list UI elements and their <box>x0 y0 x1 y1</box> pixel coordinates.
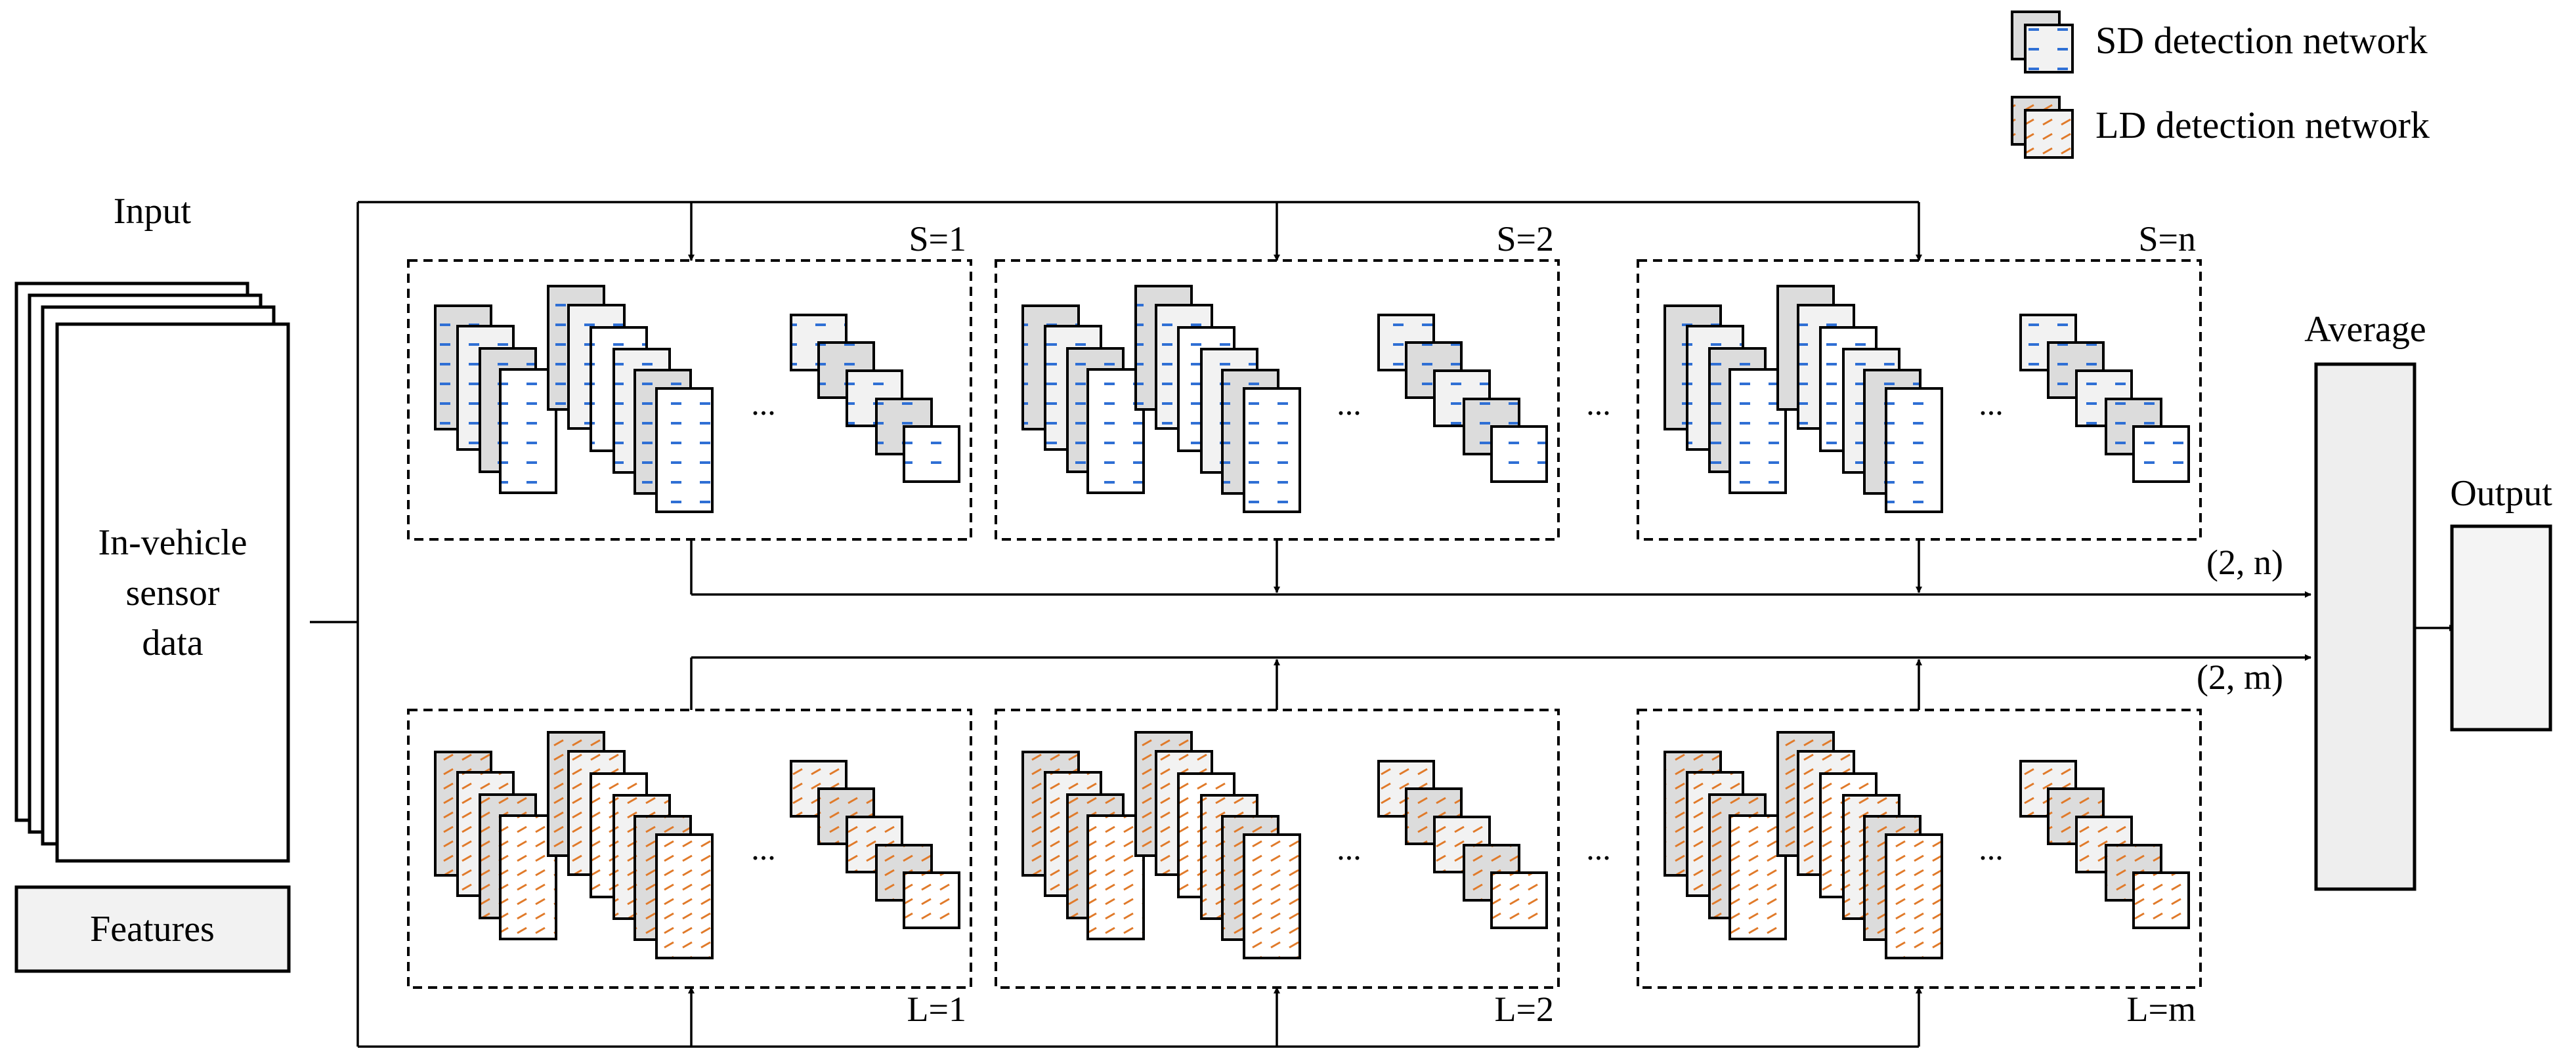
sd-block-3-map-c5 <box>2132 425 2190 483</box>
sd-block-3-map-b6 <box>1885 387 1943 513</box>
sd-block-3-ellipsis: ... <box>1979 385 2004 422</box>
ld-block-3-map-a4 <box>1728 814 1787 940</box>
average-section: Average <box>2304 309 2426 891</box>
ld-block-2-ellipsis: ... <box>1337 830 1362 867</box>
legend-ld-icon-front <box>2024 109 2074 159</box>
ld-block-1-map-c5 <box>903 871 960 929</box>
input-data-line-1: In-vehicle <box>98 522 247 563</box>
input-data-line-2: sensor <box>125 573 219 614</box>
input-data-line-3: data <box>142 623 203 663</box>
ld-block-1-frame <box>407 709 972 989</box>
ld-block-1-ellipsis: ... <box>751 830 776 867</box>
sd-dim-label: (2, n) <box>2206 543 2283 582</box>
ld-networks: L=1 L=2 L=m <box>407 709 2202 1029</box>
legend: SD detection network LD detection networ… <box>2011 10 2430 159</box>
sd-block-2-frame <box>995 259 1560 541</box>
legend-sd-icon <box>2011 10 2074 73</box>
ld-block-1-label: L=1 <box>907 990 966 1029</box>
legend-sd-icon-front <box>2024 24 2074 73</box>
ld-dim-label: (2, m) <box>2197 657 2283 697</box>
sd-block-1-map-a4 <box>499 368 557 494</box>
output-section: Output <box>2450 473 2552 732</box>
ld-block-2-map-c5 <box>1490 871 1548 929</box>
ld-block-2-map-a4 <box>1086 814 1145 940</box>
ld-block-3-frame <box>1637 709 2202 989</box>
features-label: Features <box>90 909 215 949</box>
ld-block-3-map-b6 <box>1885 833 1943 959</box>
sd-block-2-label: S=2 <box>1497 219 1555 259</box>
sd-block-1-frame <box>407 259 972 541</box>
input-title: Input <box>114 191 192 232</box>
sd-feature-maps <box>434 285 2190 513</box>
sd-block-3-label: S=n <box>2139 219 2197 259</box>
output-box <box>2450 524 2552 732</box>
ld-block-1-map-b6 <box>655 833 714 959</box>
ld-feature-maps <box>434 731 2190 959</box>
sd-block-1-label: S=1 <box>909 219 967 259</box>
connector-lines <box>310 201 2456 1048</box>
input-data-stack <box>14 281 290 863</box>
legend-sd-label: SD detection network <box>2095 19 2428 62</box>
legend-ld-label: LD detection network <box>2095 104 2430 146</box>
sd-block-2-map-b6 <box>1243 387 1301 513</box>
sd-block-1-map-b6 <box>655 387 714 513</box>
sd-block-1-ellipsis: ... <box>751 385 776 422</box>
ellipses: ... ... ... ... ... ... ... ... <box>751 385 2004 867</box>
sd-block-2-map-c5 <box>1490 425 1548 483</box>
ld-block-2-frame <box>995 709 1560 989</box>
average-box <box>2314 362 2416 891</box>
ld-block-3-label: L=m <box>2127 990 2196 1029</box>
ld-between-ellipsis: ... <box>1586 830 1611 867</box>
sd-block-3-map-a4 <box>1728 368 1787 494</box>
sd-block-2-map-a4 <box>1086 368 1145 494</box>
output-label: Output <box>2450 473 2552 514</box>
sd-block-2-ellipsis: ... <box>1337 385 1362 422</box>
ld-block-3-ellipsis: ... <box>1979 830 2004 867</box>
sd-networks: S=1 S=2 S=n <box>407 219 2202 541</box>
ld-block-3-map-c5 <box>2132 871 2190 929</box>
average-label: Average <box>2304 309 2426 350</box>
sd-between-ellipsis: ... <box>1586 385 1611 422</box>
ld-block-2-map-b6 <box>1243 833 1301 959</box>
sd-block-3-frame <box>1637 259 2202 541</box>
ld-block-2-label: L=2 <box>1495 990 1554 1029</box>
ld-block-1-map-a4 <box>499 814 557 940</box>
features-box <box>14 885 291 973</box>
input-section: Input In-vehicle sensor data Features <box>14 191 291 973</box>
legend-ld-icon <box>2011 96 2074 159</box>
sd-block-1-map-c5 <box>903 425 960 483</box>
